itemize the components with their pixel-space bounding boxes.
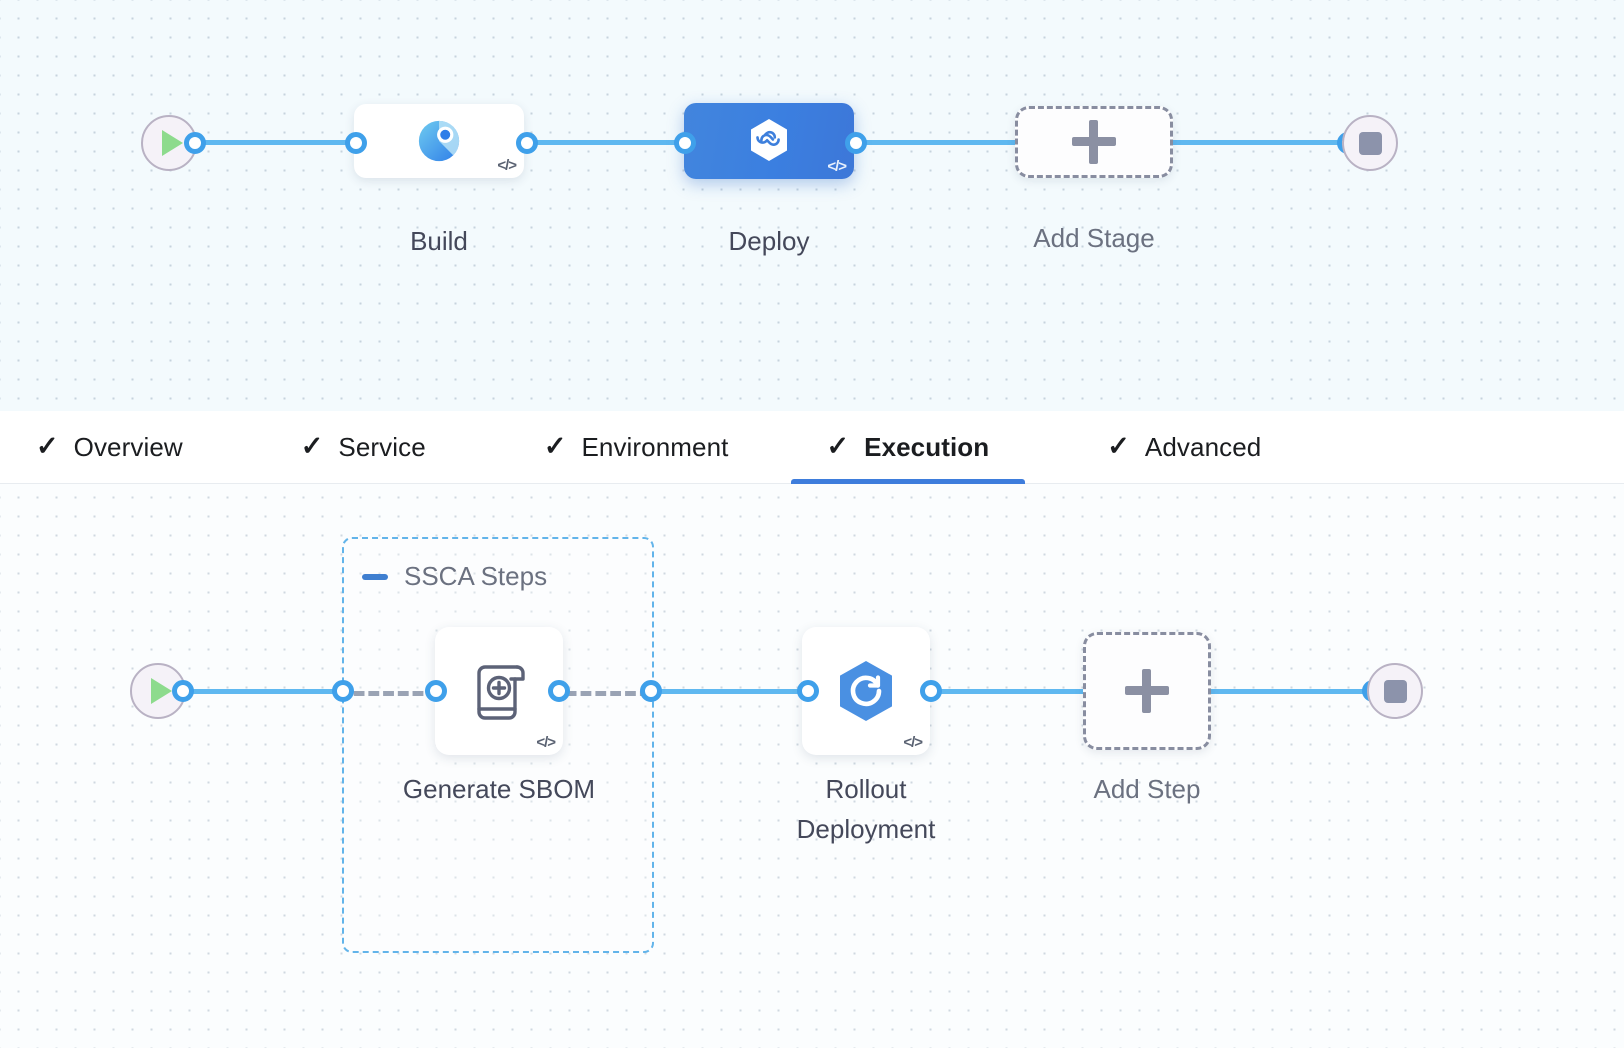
tab-execution[interactable]: ✓ Execution: [790, 411, 1026, 484]
stop-icon: [1383, 679, 1407, 703]
add-stage-label: Add Stage: [1033, 223, 1155, 253]
tab-advanced[interactable]: ✓ Advanced: [1103, 411, 1265, 484]
edge-group-to-rollout: [650, 689, 818, 694]
check-icon: ✓: [36, 430, 59, 461]
stage-label-build: Build: [410, 226, 468, 256]
plus-icon: [1072, 120, 1116, 164]
edge-deploy-to-addstage: [842, 140, 1030, 145]
edge-start-to-build: [190, 140, 362, 145]
port-build-in[interactable]: [345, 132, 367, 154]
minus-icon[interactable]: [362, 573, 388, 580]
stage-card-build[interactable]: </>: [354, 104, 524, 178]
step-label-generate-sbom: Generate SBOM: [402, 774, 596, 804]
port-group-in[interactable]: [332, 680, 354, 702]
stage-card-deploy[interactable]: </>: [684, 103, 854, 179]
tab-label: Advanced: [1144, 431, 1262, 462]
tab-label: Environment: [581, 431, 729, 462]
play-icon: [161, 130, 183, 156]
edge-group-in-dashed: [352, 691, 432, 696]
port-sbom-in[interactable]: [425, 680, 447, 702]
add-stage-button[interactable]: [1015, 106, 1173, 178]
stage-graph-pane[interactable]: </> Build </> Deploy Add Stage: [0, 0, 1624, 411]
stage-config-tabbar: ✓ Overview ✓ Service ✓ Environment ✓ Exe…: [0, 411, 1624, 484]
tab-overview[interactable]: ✓ Overview: [32, 411, 187, 484]
add-step-button[interactable]: [1083, 632, 1211, 750]
port-rollout-out[interactable]: [920, 680, 942, 702]
check-icon: ✓: [543, 430, 567, 461]
tab-environment[interactable]: ✓ Environment: [540, 411, 733, 484]
port-start-out[interactable]: [184, 132, 206, 154]
code-badge-icon: </>: [536, 734, 556, 751]
stop-icon: [1358, 131, 1382, 155]
check-icon: ✓: [826, 430, 850, 461]
cd-hexagon-infinity-icon: [743, 115, 795, 167]
tab-label: Overview: [73, 431, 183, 462]
check-icon: ✓: [1107, 430, 1130, 461]
plus-icon: [1125, 669, 1169, 713]
code-badge-icon: </>: [497, 157, 517, 174]
port-exec-start-out[interactable]: [172, 680, 194, 702]
tab-label: Execution: [864, 431, 990, 462]
code-badge-icon: </>: [903, 734, 923, 751]
edge-rollout-to-addstep: [926, 689, 1092, 694]
edge-addstep-to-end: [1200, 689, 1386, 694]
step-card-generate-sbom[interactable]: </>: [435, 627, 563, 755]
stage-label-deploy: Deploy: [728, 226, 810, 256]
step-card-rollout-deployment[interactable]: </>: [802, 627, 930, 755]
port-group-out[interactable]: [640, 680, 662, 702]
port-build-out[interactable]: [516, 132, 538, 154]
sbom-scroll-plus-icon: [463, 655, 535, 727]
check-icon: ✓: [300, 430, 324, 461]
tab-label: Service: [338, 431, 426, 462]
stage-end-node[interactable]: [1342, 115, 1398, 171]
execution-graph-pane[interactable]: SSCA Steps: [0, 484, 1624, 1048]
edge-start-to-group: [178, 689, 350, 694]
rollout-hexagon-arrow-icon: [830, 655, 902, 727]
port-sbom-out[interactable]: [548, 680, 570, 702]
edge-addstage-to-end: [1160, 140, 1360, 145]
edge-build-to-deploy: [520, 140, 696, 145]
ci-build-icon: [416, 118, 462, 164]
step-label-rollout-deployment: Rollout Deployment: [796, 774, 936, 844]
edge-group-out-dashed: [564, 691, 652, 696]
ssca-steps-group-header[interactable]: SSCA Steps: [362, 561, 547, 592]
code-badge-icon: </>: [827, 158, 847, 175]
play-icon: [150, 678, 172, 704]
ssca-steps-group-title: SSCA Steps: [404, 561, 548, 591]
add-step-label: Add Step: [1093, 774, 1201, 804]
port-rollout-in[interactable]: [797, 680, 819, 702]
tab-service[interactable]: ✓ Service: [297, 411, 430, 484]
port-deploy-in[interactable]: [674, 132, 696, 154]
port-deploy-out[interactable]: [845, 132, 867, 154]
execution-end-node[interactable]: [1367, 663, 1423, 719]
